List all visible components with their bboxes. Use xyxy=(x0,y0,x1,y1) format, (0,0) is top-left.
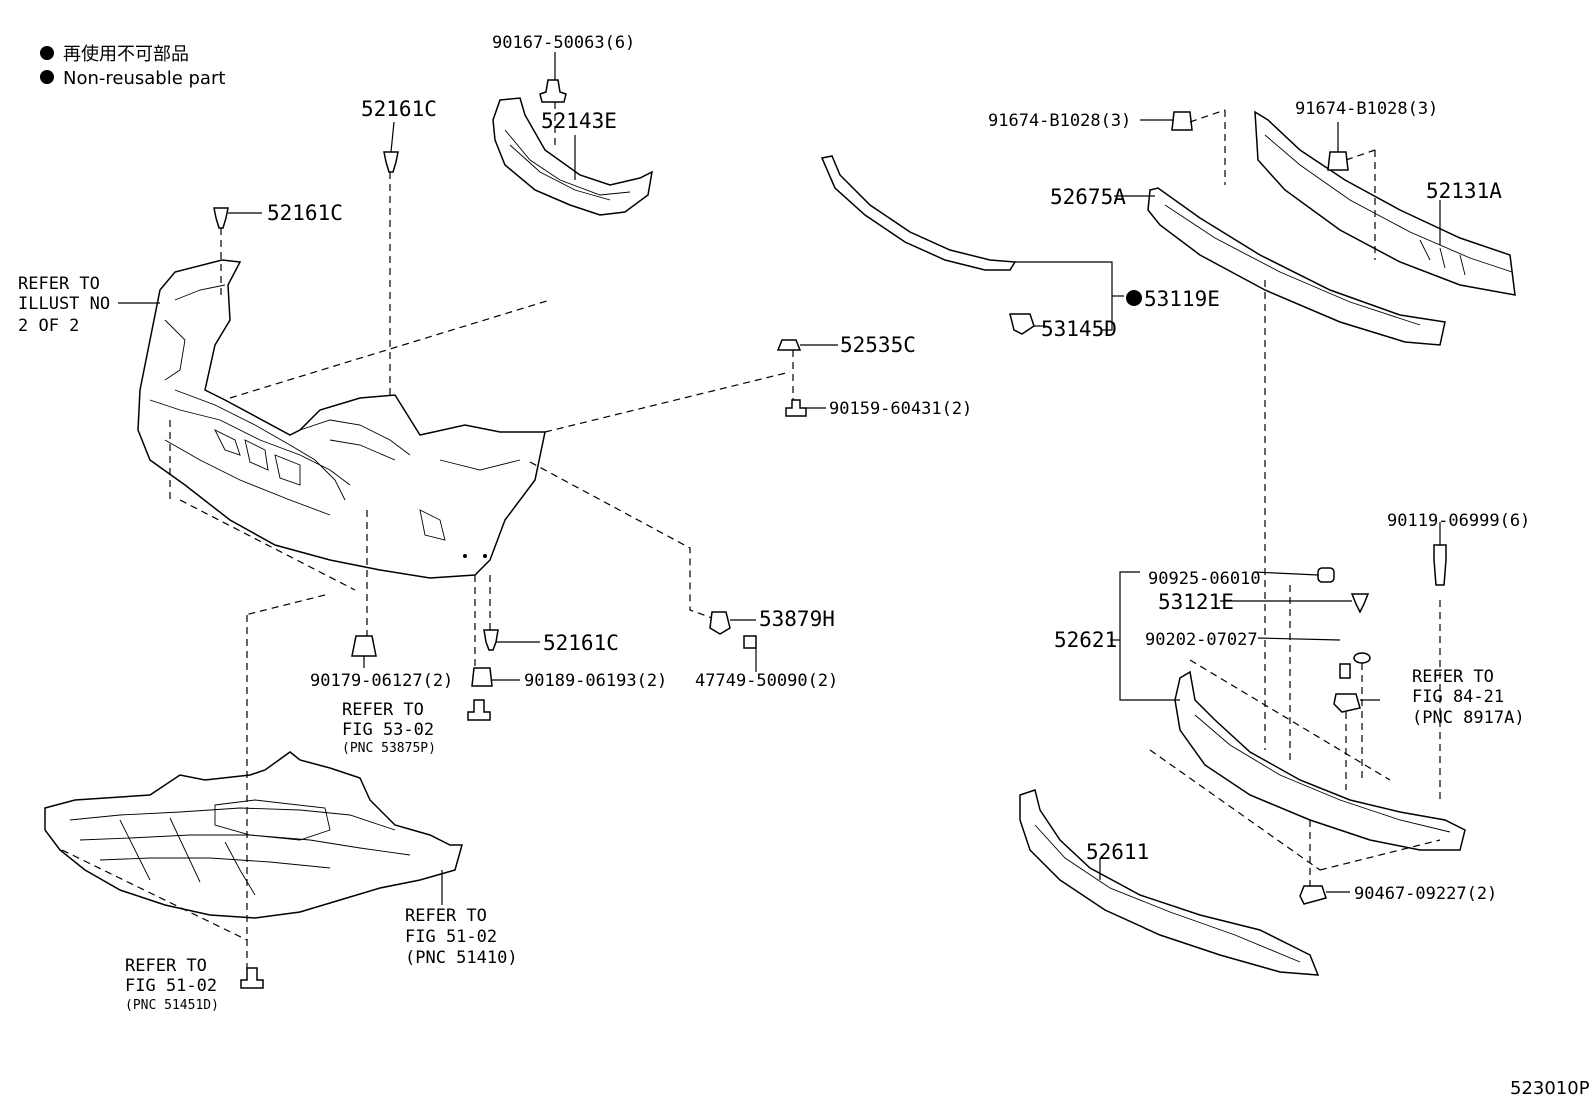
label-52131a: 52131A xyxy=(1426,179,1502,203)
bolt-icon xyxy=(467,699,491,721)
legend-japanese: 再使用不可部品 xyxy=(63,44,189,65)
bolt-icon xyxy=(240,967,264,989)
alignment-lines xyxy=(61,102,1441,968)
label-52535c: 52535C xyxy=(840,333,916,357)
refer-5102b-line2: FIG 51-02 xyxy=(125,976,217,996)
refer-illust-line1: REFER TO xyxy=(18,274,100,294)
lower-support-52621 xyxy=(1174,670,1466,851)
refer-8421-line1: REFER TO xyxy=(1412,667,1494,687)
label-90925-06010: 90925-06010 xyxy=(1148,569,1261,589)
refer-5302-line3: (PNC 53875P) xyxy=(342,741,436,756)
label-90167-50063: 90167-50063(6) xyxy=(492,33,635,53)
front-bumper-cover xyxy=(137,259,546,579)
label-90159-60431: 90159-60431(2) xyxy=(829,399,972,419)
label-52161c-left: 52161C xyxy=(267,201,343,225)
clip-icon xyxy=(709,611,731,635)
plug-icon xyxy=(1317,567,1335,583)
refer-8421-line3: (PNC 8917A) xyxy=(1412,708,1525,728)
label-52611: 52611 xyxy=(1086,840,1149,864)
clip-icon xyxy=(1333,693,1361,713)
bolt-icon xyxy=(1433,544,1447,586)
reinforcement-52131a xyxy=(1254,110,1516,296)
refer-5302-line1: REFER TO xyxy=(342,700,424,720)
legend: 再使用不可部品 Non-reusable part xyxy=(40,44,225,89)
fasteners xyxy=(213,79,1447,989)
label-91674-b1028-right: 91674-B1028(3) xyxy=(1295,99,1438,119)
clip-icon xyxy=(213,207,229,229)
bolt-icon xyxy=(1339,663,1351,679)
nut-icon xyxy=(1299,885,1327,905)
refer-5102b-line3: (PNC 51451D) xyxy=(125,998,219,1013)
non-reusable-dot-icon xyxy=(1126,290,1142,306)
bolt-icon xyxy=(785,399,807,417)
clip-icon xyxy=(1350,593,1370,614)
clip-icon xyxy=(539,79,567,103)
refer-5102a-line1: REFER TO xyxy=(405,906,487,926)
engine-under-cover xyxy=(44,751,463,919)
part-labels: 90167-50063(6) 52143E 52161C 52161C REFE… xyxy=(18,33,1590,1099)
leader-lines xyxy=(118,52,1441,905)
seal-strip-53119e xyxy=(820,155,1017,271)
refer-5302-line2: FIG 53-02 xyxy=(342,720,434,740)
refer-5102a-line2: FIG 51-02 xyxy=(405,927,497,947)
non-reusable-dot-icon xyxy=(40,70,54,84)
washer-icon xyxy=(1353,652,1371,664)
clip-icon xyxy=(1009,313,1035,335)
absorber-52675a xyxy=(1147,187,1446,346)
screw-icon xyxy=(743,635,757,649)
refer-illust-line3: 2 OF 2 xyxy=(18,316,79,336)
refer-5102b-line1: REFER TO xyxy=(125,956,207,976)
clip-icon xyxy=(471,667,493,687)
clip-icon xyxy=(776,339,802,351)
label-52675a: 52675A xyxy=(1050,185,1126,209)
refer-8421-line2: FIG 84-21 xyxy=(1412,687,1504,707)
label-90202-07027: 90202-07027 xyxy=(1145,630,1258,650)
bracket-52143e xyxy=(492,97,653,216)
nut-icon xyxy=(351,635,377,657)
label-52143e: 52143E xyxy=(541,109,617,133)
label-53145d: 53145D xyxy=(1041,317,1117,341)
legend-english: Non-reusable part xyxy=(63,68,225,89)
bolt-icon xyxy=(1171,111,1193,131)
non-reusable-dot-icon xyxy=(40,46,54,60)
refer-illust-line2: ILLUST NO xyxy=(18,294,110,314)
label-52621: 52621 xyxy=(1054,628,1117,652)
clip-icon xyxy=(383,151,399,173)
diagram-id: 523010P xyxy=(1510,1078,1590,1099)
label-90189-06193: 90189-06193(2) xyxy=(524,671,667,691)
label-52161c-top: 52161C xyxy=(361,97,437,121)
label-53879h: 53879H xyxy=(759,607,835,631)
refer-5102a-line3: (PNC 51410) xyxy=(405,948,518,968)
label-53121e: 53121E xyxy=(1158,590,1234,614)
label-47749-50090: 47749-50090(2) xyxy=(695,671,838,691)
label-90467-09227: 90467-09227(2) xyxy=(1354,884,1497,904)
clip-icon xyxy=(483,629,499,651)
label-91674-b1028-left: 91674-B1028(3) xyxy=(988,111,1131,131)
label-52161c-bottom: 52161C xyxy=(543,631,619,655)
label-90119-06999: 90119-06999(6) xyxy=(1387,511,1530,531)
spoiler-52611 xyxy=(1019,789,1320,976)
bolt-icon xyxy=(1327,151,1349,171)
label-90179-06127: 90179-06127(2) xyxy=(310,671,453,691)
label-53119e: 53119E xyxy=(1144,287,1220,311)
